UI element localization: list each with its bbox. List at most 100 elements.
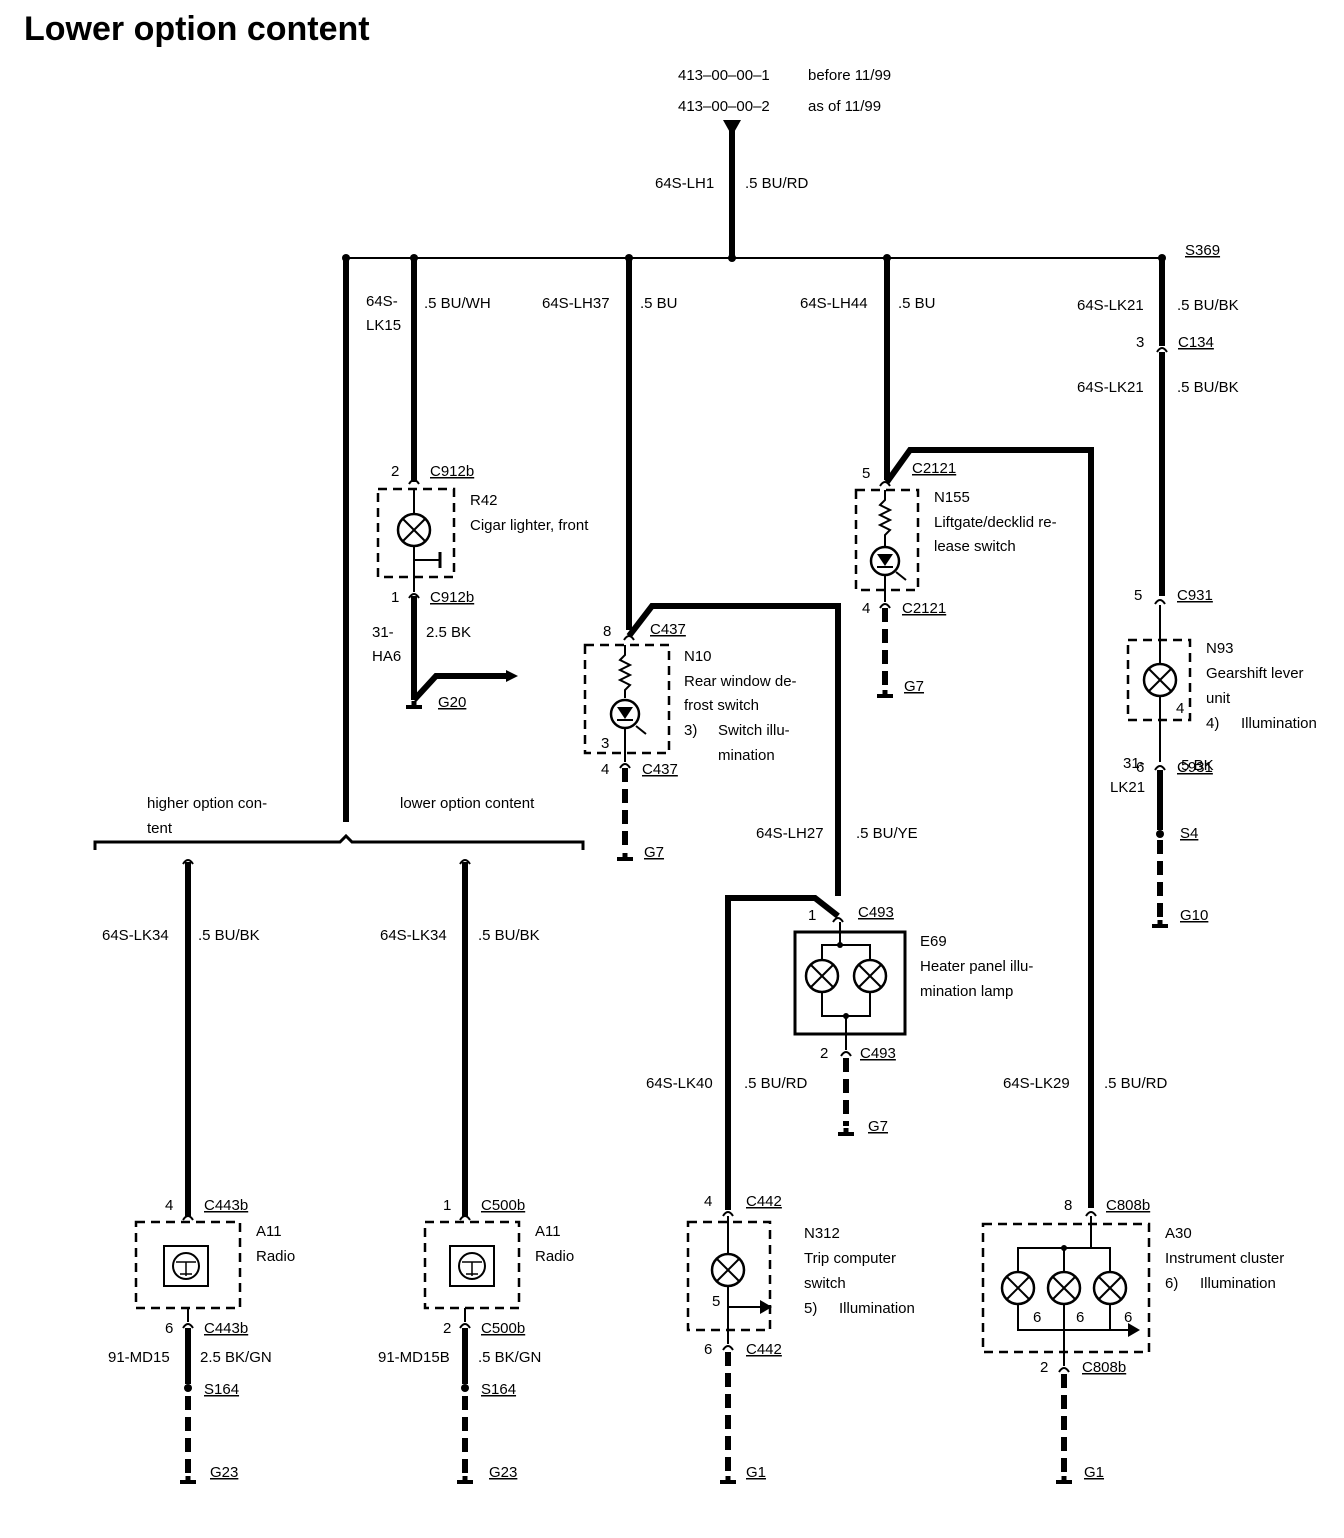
n93-splice: S4	[1180, 825, 1198, 842]
radio-low-desc: Radio	[535, 1248, 574, 1265]
a30-note-num: 6)	[1165, 1275, 1178, 1292]
connector-icon	[459, 1215, 471, 1221]
feed-wire-label: .5 BU/RD	[745, 175, 809, 192]
ground-icon	[406, 701, 422, 707]
n10-code: N10	[684, 648, 712, 665]
n10-note1: Switch illu-	[718, 722, 790, 739]
r42-code: R42	[470, 492, 498, 509]
r42-conn-in: C912b	[430, 463, 474, 480]
radio-low-pin-in: 1	[443, 1197, 451, 1214]
n155-conn-in: C2121	[912, 460, 956, 477]
n155-code: N155	[934, 489, 970, 506]
n155-conn-out: C2121	[902, 600, 946, 617]
n312-desc2: switch	[804, 1275, 846, 1292]
a30-inner-pin: 6	[1076, 1309, 1084, 1326]
connector-icon	[879, 481, 891, 487]
radio-high-code: A11	[256, 1223, 282, 1240]
radio-low-conn-out: C500b	[481, 1320, 525, 1337]
r42-gnd-circuit-a: 31-	[372, 624, 394, 641]
connector-icon	[1154, 599, 1166, 605]
lamp-icon	[1046, 1270, 1082, 1306]
c134-pin: 3	[1136, 334, 1144, 351]
lk40-circuit: 64S-LK40	[646, 1075, 713, 1092]
n93-conn-out: C931	[1177, 759, 1213, 776]
radio-high-desc: Radio	[256, 1248, 295, 1265]
connector-icon	[1156, 347, 1168, 353]
connector-icon	[879, 603, 891, 609]
connector-icon	[832, 917, 844, 923]
radio-high-circuit: 64S-LK34	[102, 927, 169, 944]
a30-code: A30	[1165, 1225, 1192, 1242]
connector-icon	[840, 1051, 852, 1057]
lk15-circuit-b: LK15	[366, 317, 401, 334]
lk21-wire-label: .5 BU/BK	[1177, 297, 1239, 314]
radio-low-gnd-wire: .5 BK/GN	[478, 1349, 541, 1366]
connector-icon	[722, 1211, 734, 1217]
n312-code: N312	[804, 1225, 840, 1242]
a30-pin-in: 8	[1064, 1197, 1072, 1214]
radio-high-pin-out: 6	[165, 1320, 173, 1337]
n10-conn-out: C437	[642, 761, 678, 778]
e69-conn-out: C493	[860, 1045, 896, 1062]
ref-note-1: before 11/99	[808, 67, 891, 84]
lh44-circuit: 64S-LH44	[800, 295, 868, 312]
ref-code-1: 413–00–00–1	[678, 67, 770, 84]
connector-icon	[1154, 765, 1166, 771]
n93-ground: G10	[1180, 907, 1208, 924]
n155-ground: G7	[904, 678, 924, 695]
n10-desc1: Rear window de-	[684, 673, 797, 690]
ground-icon	[617, 853, 633, 859]
radio-low-circuit: 64S-LK34	[380, 927, 447, 944]
radio-high-gnd-circuit: 91-MD15	[108, 1349, 170, 1366]
n155-pin-in: 5	[862, 465, 870, 482]
n10-ground: G7	[644, 844, 664, 861]
radio-high-ground: G23	[210, 1464, 238, 1481]
lk15-wire-label: .5 BU/WH	[424, 295, 491, 312]
n93-note-num: 4)	[1206, 715, 1219, 732]
lk15-circuit-a: 64S-	[366, 293, 398, 310]
n312-note: Illumination	[839, 1300, 915, 1317]
option-higher-label-a: higher option con-	[147, 795, 267, 812]
lamp-icon	[710, 1252, 746, 1288]
connector-icon	[182, 1215, 194, 1221]
e69-pin-out: 2	[820, 1045, 828, 1062]
ref-code-2: 413–00–00–2	[678, 98, 770, 115]
e69-conn-in: C493	[858, 904, 894, 921]
ref-note-2: as of 11/99	[808, 98, 881, 115]
lamp-icon	[852, 958, 888, 994]
r42-ground: G20	[438, 694, 466, 711]
splice-s369: S369	[1185, 242, 1220, 259]
radio-icon	[449, 1245, 495, 1287]
lamp-icon	[1142, 662, 1178, 698]
option-bracket	[93, 833, 585, 850]
e69-desc2: mination lamp	[920, 983, 1013, 1000]
n93-inner-pin: 4	[1176, 700, 1184, 717]
feed-arrow-icon	[723, 120, 741, 136]
connector-icon	[1058, 1367, 1070, 1373]
radio-low-wire-label: .5 BU/BK	[478, 927, 540, 944]
led-icon	[869, 545, 907, 581]
option-higher-label-b: tent	[147, 820, 173, 837]
splice-dot	[728, 254, 736, 262]
connector-icon	[182, 1323, 194, 1329]
a30-inner-pin: 6	[1033, 1309, 1041, 1326]
connector-icon	[1085, 1211, 1097, 1217]
n10-pin-in: 8	[603, 623, 611, 640]
radio-low-ground: G23	[489, 1464, 517, 1481]
n10-desc2: frost switch	[684, 697, 759, 714]
n312-desc1: Trip computer	[804, 1250, 896, 1267]
radio-high-conn-out: C443b	[204, 1320, 248, 1337]
connector-icon	[619, 763, 631, 769]
a30-conn-out: C808b	[1082, 1359, 1126, 1376]
ground-icon	[457, 1476, 473, 1482]
n155-desc2: lease switch	[934, 538, 1016, 555]
c134-conn: C134	[1178, 334, 1214, 351]
radio-low-splice: S164	[481, 1381, 516, 1398]
n93-conn-in: C931	[1177, 587, 1213, 604]
r42-gnd-circuit-b: HA6	[372, 648, 401, 665]
radio-low-code: A11	[535, 1223, 561, 1240]
n312-note-num: 5)	[804, 1300, 817, 1317]
radio-high-conn-in: C443b	[204, 1197, 248, 1214]
ground-icon	[1152, 920, 1168, 926]
r42-pin-in: 2	[391, 463, 399, 480]
